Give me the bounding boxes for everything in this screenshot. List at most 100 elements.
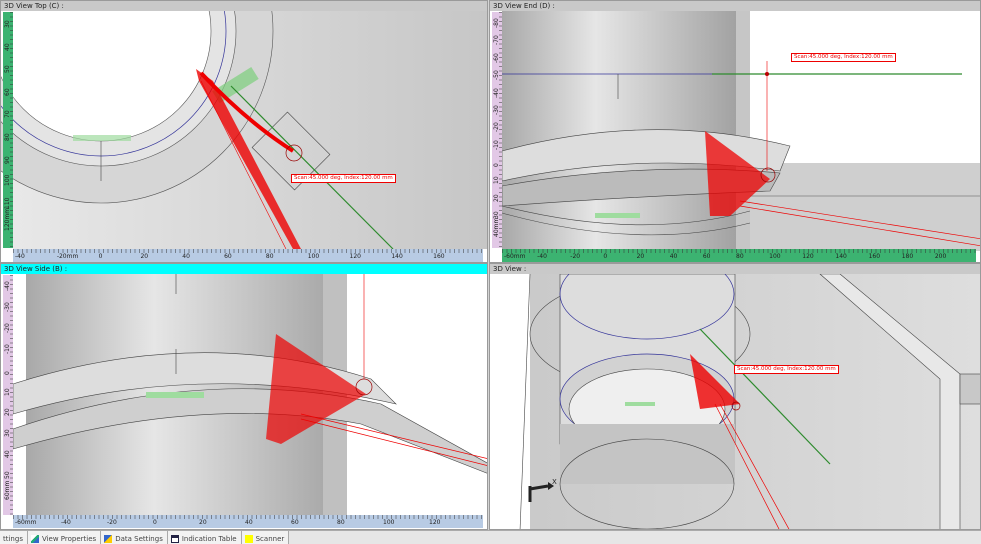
ruler-label: 50: [4, 65, 11, 74]
view-top-pane[interactable]: 3D View Top (C) : Scan:45.000 deg, Index…: [0, 0, 488, 263]
ruler-label: -40: [61, 519, 71, 526]
view-side-pane[interactable]: 3D View Side (B) : -40 -30 -20 -10 0 10 20 30 40…: [0, 263, 488, 530]
tab-data-settings[interactable]: Data Settings: [101, 531, 168, 544]
ruler-label: 0: [4, 370, 11, 375]
ruler-label: 60mm: [4, 480, 11, 501]
tab-settings[interactable]: ttings: [0, 531, 28, 544]
ruler-label: 80: [736, 253, 744, 260]
ruler-ticks: [502, 249, 976, 253]
ruler-label: 40: [4, 42, 11, 51]
ruler-label: 20: [199, 519, 207, 526]
side-view-canvas[interactable]: [1, 264, 488, 530]
ruler-label: -20: [107, 519, 117, 526]
ruler-label: 40: [182, 253, 190, 260]
ruler-ticks: [10, 12, 13, 248]
ruler-label: 100: [307, 253, 320, 260]
ruler-label: 160: [433, 253, 445, 260]
ruler-label: -20mm: [56, 253, 79, 260]
ruler-label: -40: [15, 253, 25, 260]
ruler-label: 20: [140, 253, 149, 260]
ruler-label: 40: [4, 450, 11, 459]
ruler-label: 20: [493, 194, 500, 202]
ruler-label: 40: [669, 253, 678, 260]
ruler-label: 80: [265, 253, 274, 260]
ruler-label: 30: [4, 20, 11, 28]
ruler-label: -60mm: [15, 519, 37, 526]
tab-scanner[interactable]: Scanner: [241, 531, 290, 544]
ruler-label: -40: [4, 281, 11, 291]
side-view-horizontal-ruler[interactable]: -60mm -40 -20 0 20 40 60 80 100 120: [13, 515, 483, 528]
view-3d-title: 3D View :: [490, 264, 980, 274]
ruler-label: 90: [4, 155, 11, 164]
ruler-label: 60: [224, 253, 232, 260]
ruler-label: 100: [383, 519, 395, 526]
ruler-label: 80: [4, 133, 11, 141]
ruler-label: 80: [337, 519, 345, 526]
end-view-annotation: Scan:45.000 deg, Index:120.00 mm: [791, 53, 896, 62]
ruler-label: -50: [493, 70, 500, 81]
ruler-label: -40: [493, 87, 500, 98]
ruler-label: 180: [901, 253, 914, 260]
ruler-label: -30: [4, 302, 11, 312]
tab-indication-table[interactable]: Indication Table: [167, 531, 242, 544]
ruler-label: 40mm: [493, 217, 500, 237]
top-view-canvas[interactable]: [1, 1, 488, 263]
ruler-label: 10: [493, 176, 500, 185]
ruler-label: 0: [493, 163, 500, 168]
ruler-label: 60: [291, 519, 299, 526]
ruler-ticks: [10, 275, 13, 515]
ruler-ticks: [13, 515, 483, 519]
view-3d-pane[interactable]: 3D View : X Scan:45.000 deg, Index:120.0…: [489, 263, 981, 530]
ruler-ticks: [13, 249, 483, 253]
ruler-label: 140: [391, 253, 403, 260]
top-view-annotation: Scan:45.000 deg, Index:120.00 mm: [291, 174, 396, 183]
ruler-label: 60: [4, 88, 11, 96]
ruler-label: 100: [4, 174, 11, 187]
ruler-label: 100: [769, 253, 781, 260]
ruler-label: 200: [934, 253, 947, 260]
ruler-label: 60: [702, 253, 711, 260]
ruler-ticks: [499, 12, 502, 248]
ruler-label: 140: [835, 253, 847, 260]
view-top-title: 3D View Top (C) :: [1, 1, 487, 11]
table-icon: [170, 534, 179, 543]
ruler-label: -80: [493, 18, 500, 28]
view-end-pane[interactable]: 3D View End (D) : Scan:45.000 deg, Index…: [489, 0, 981, 263]
ruler-label: -20: [493, 122, 500, 133]
ruler-label: 40: [245, 519, 253, 526]
ruler-label: 20: [636, 253, 645, 260]
ruler-label: 120mm: [4, 208, 11, 232]
axis-triad-icon: [528, 482, 554, 502]
ruler-label: -10: [4, 343, 11, 354]
ruler-label: -60: [493, 52, 500, 63]
ruler-label: -20: [4, 323, 11, 333]
ruler-label: -70: [493, 35, 500, 46]
ruler-label: 30: [4, 429, 11, 438]
ruler-label: 0: [153, 519, 157, 526]
view-end-title: 3D View End (D) :: [490, 1, 980, 11]
ruler-label: 160: [868, 253, 881, 260]
ruler-label: 120: [429, 519, 441, 526]
end-view-canvas[interactable]: [490, 1, 981, 263]
view-properties-icon: [30, 534, 39, 543]
view-side-title: 3D View Side (B) :: [1, 264, 487, 274]
ruler-label: -40: [537, 253, 547, 260]
ruler-label: 120: [349, 253, 361, 260]
ruler-label: 70: [4, 110, 11, 119]
data-settings-icon: [104, 534, 113, 543]
axis-x-label: X: [552, 478, 557, 486]
iso-view-annotation: Scan:45.000 deg, Index:120.00 mm: [734, 365, 839, 374]
ruler-label: -30: [493, 105, 500, 115]
ruler-label: -10: [493, 139, 500, 150]
tab-view-properties[interactable]: View Properties: [27, 531, 102, 544]
ruler-label: 10: [4, 387, 11, 396]
ruler-label: -60mm: [504, 253, 526, 260]
iso-view-canvas[interactable]: [490, 264, 981, 530]
ruler-label: 50: [4, 471, 11, 480]
ruler-label: 0: [603, 253, 608, 260]
